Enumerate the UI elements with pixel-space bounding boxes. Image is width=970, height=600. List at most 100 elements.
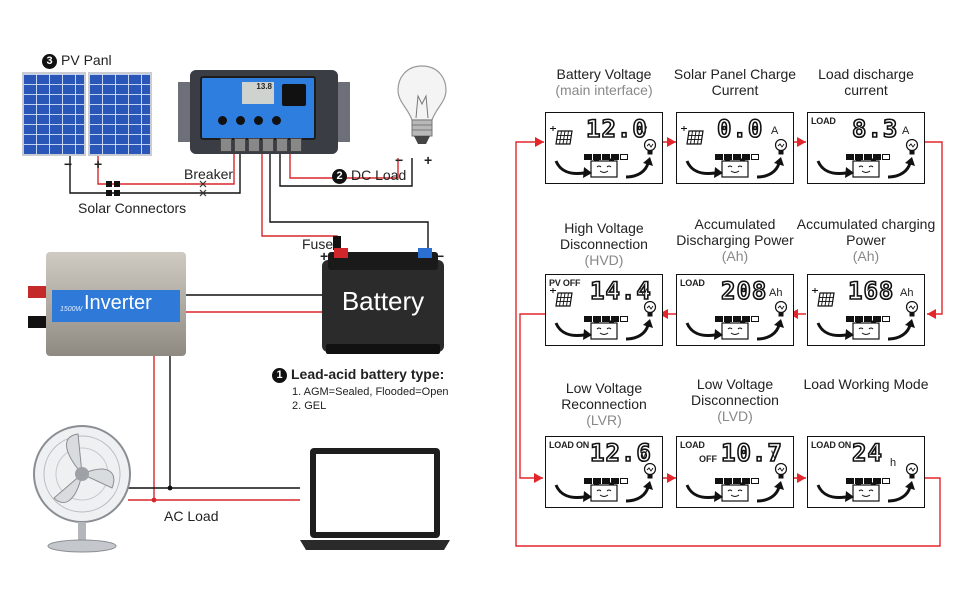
flow-arrows-icon [685, 157, 784, 179]
load-bulb-icon [643, 301, 657, 317]
lcd-value: 208 [720, 276, 768, 306]
solar-panel-icon [681, 126, 704, 145]
mode-title-solar-charge-current: Solar Panel Charge Current [665, 66, 805, 98]
battery-type-number-badge: 1 [272, 368, 287, 383]
flow-arrows-icon [816, 481, 915, 503]
mode-title-text: Solar Panel Charge Current [673, 66, 797, 98]
lcd-tag: LOAD [811, 116, 836, 126]
lcd-tag: LOAD [680, 278, 705, 288]
controller-button-1[interactable] [218, 116, 227, 125]
ac-load-label: AC Load [164, 508, 219, 524]
mode-title-lvd: Low Voltage Disconnection(LVD) [665, 376, 805, 424]
battery-level-bars [584, 147, 630, 160]
solar-connectors-label: Solar Connectors [78, 200, 187, 216]
mode-title-text: Battery Voltage [556, 66, 652, 82]
charge-controller: 13.8 [178, 66, 350, 158]
battery-face-icon [721, 320, 749, 340]
mode-title-accum-discharge: Accumulated Discharging Power(Ah) [665, 216, 805, 264]
battery: Battery [322, 248, 444, 356]
solar-panel-icon [550, 288, 573, 307]
load-bulb-icon [774, 463, 788, 479]
lcd-value: 12.6 [589, 438, 652, 468]
battery-face-icon [852, 158, 880, 178]
lcd-value: 8.3 [851, 114, 899, 144]
flow-arrows-icon [816, 319, 915, 341]
pv-plus-label: + [94, 156, 103, 172]
lcd-value: 168 [847, 276, 895, 306]
mode-title-lvr: Low Voltage Reconnection(LVR) [534, 380, 674, 428]
lcd-unit: h [890, 457, 897, 469]
controller-lcd: 13.8 [242, 82, 274, 104]
controller-face: 13.8 [200, 76, 316, 140]
solar-panel-right [88, 72, 152, 156]
mode-title-text: Accumulated charging Power [796, 216, 936, 248]
light-bulb-icon [397, 65, 447, 144]
wire-dc-load-negative [279, 150, 413, 187]
flow-arrows-icon [554, 319, 653, 341]
flow-arrows-icon [554, 157, 653, 179]
mode-title-text: High Voltage Disconnection [560, 220, 648, 252]
mode-subtitle: (LVR) [586, 412, 622, 428]
battery-level-bars [584, 309, 630, 322]
battery-type-2: 2. GEL [292, 400, 327, 412]
lcd-value: 12.0 [585, 114, 648, 144]
load-bulb-icon [643, 139, 657, 155]
battery-face-icon [852, 320, 880, 340]
battery-type-1: 1. AGM=Sealed, Flooded=Open [292, 386, 449, 398]
controller-button-3[interactable] [254, 116, 263, 125]
battery-face-icon [590, 320, 618, 340]
lcd-value: 10.7 [720, 438, 783, 468]
load-bulb-icon [905, 463, 919, 479]
inverter-text: Inverter [84, 292, 152, 314]
wire-pv-negative [69, 150, 241, 194]
dc-load-label: 2 DC Load [332, 167, 406, 184]
mode-title-text: Load Working Mode [803, 376, 929, 392]
battery-face-icon [721, 482, 749, 502]
battery-face-icon [852, 482, 880, 502]
solar-panel-left [22, 72, 86, 156]
mode-title-battery-voltage: Battery Voltage(main interface) [534, 66, 674, 98]
pv-panel-number-badge: 3 [42, 54, 57, 69]
wire-battery-negative [269, 150, 429, 252]
pv-minus-label: − [64, 156, 73, 172]
dc-load-number-badge: 2 [332, 169, 347, 184]
load-bulb-icon [905, 301, 919, 317]
battery-level-bars [715, 471, 761, 484]
load-bulb-icon [643, 463, 657, 479]
controller-button-4[interactable] [272, 116, 281, 125]
inverter: Inverter 1500W [28, 252, 186, 356]
mode-subtitle: (LVD) [717, 408, 753, 424]
battery-face-icon [721, 158, 749, 178]
load-bulb-icon [774, 301, 788, 317]
mode-title-text: Low Voltage Disconnection [691, 376, 779, 408]
fuse-label: Fuse [302, 236, 334, 252]
controller-button-2[interactable] [236, 116, 245, 125]
load-bulb-icon [774, 139, 788, 155]
battery-level-bars [846, 471, 892, 484]
battery-level-bars [846, 147, 892, 160]
mode-subtitle: (Ah) [852, 248, 880, 264]
battery-text: Battery [341, 286, 425, 316]
mode-subtitle: (HVD) [584, 252, 624, 268]
battery-level-bars [715, 309, 761, 322]
dc-load-text: DC Load [351, 167, 407, 183]
battery-type-title-text: Lead-acid battery type: [291, 366, 445, 382]
battery-face-icon [590, 158, 618, 178]
mode-title-hvd: High Voltage Disconnection(HVD) [534, 220, 674, 268]
lcd-unit: V [771, 449, 779, 461]
battery-level-bars [715, 147, 761, 160]
battery-face-icon [590, 482, 618, 502]
flow-arrows-icon [685, 319, 784, 341]
flow-arrows-icon [554, 481, 653, 503]
laptop-icon [300, 448, 450, 550]
mode-title-load-discharge-current: Load discharge current [796, 66, 936, 98]
lcd-value: 0.0 [716, 114, 764, 144]
